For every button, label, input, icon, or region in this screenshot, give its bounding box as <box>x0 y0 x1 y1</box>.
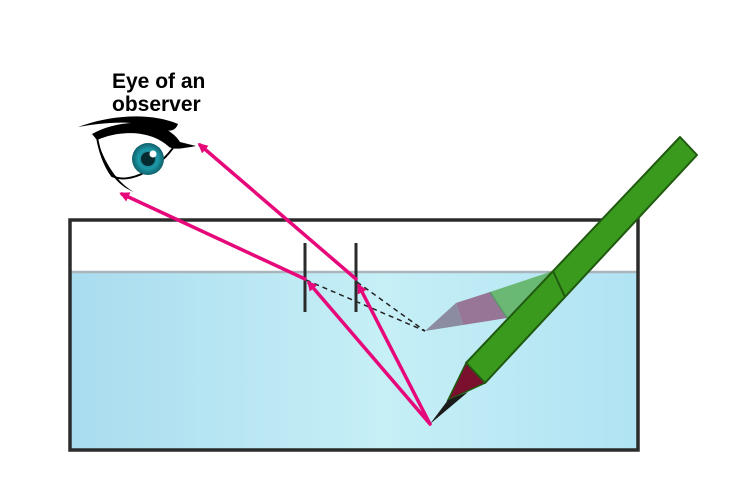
eye-label-line1: Eye of an <box>112 70 205 93</box>
apparent-pencil-tip <box>425 303 463 331</box>
ray-underwater-left <box>307 280 432 426</box>
pencil-band-line <box>552 270 566 298</box>
eye-label-line2: observer <box>112 93 201 116</box>
pencil-icon <box>430 136 698 424</box>
extension-line-left <box>305 279 426 332</box>
extension-line-right <box>356 281 426 332</box>
pencil-tip <box>430 392 468 424</box>
ray-air-left <box>119 192 307 281</box>
ray-underwater-right <box>357 283 432 426</box>
tank-air-region <box>70 220 638 272</box>
eye-highlight <box>149 150 157 158</box>
apparent-pencil-band <box>489 291 508 319</box>
eyebrow <box>78 116 178 131</box>
virtual-ray-extensions <box>305 279 426 332</box>
tank-outline <box>68 218 640 452</box>
pencil-wood <box>446 361 487 402</box>
eye-icon <box>78 116 196 192</box>
ray-air-right <box>197 143 358 281</box>
apparent-pencil-wood <box>456 292 507 325</box>
light-rays <box>119 143 432 426</box>
eye-label: Eye of an observer <box>112 70 205 116</box>
eye-upper-lid <box>92 122 196 149</box>
